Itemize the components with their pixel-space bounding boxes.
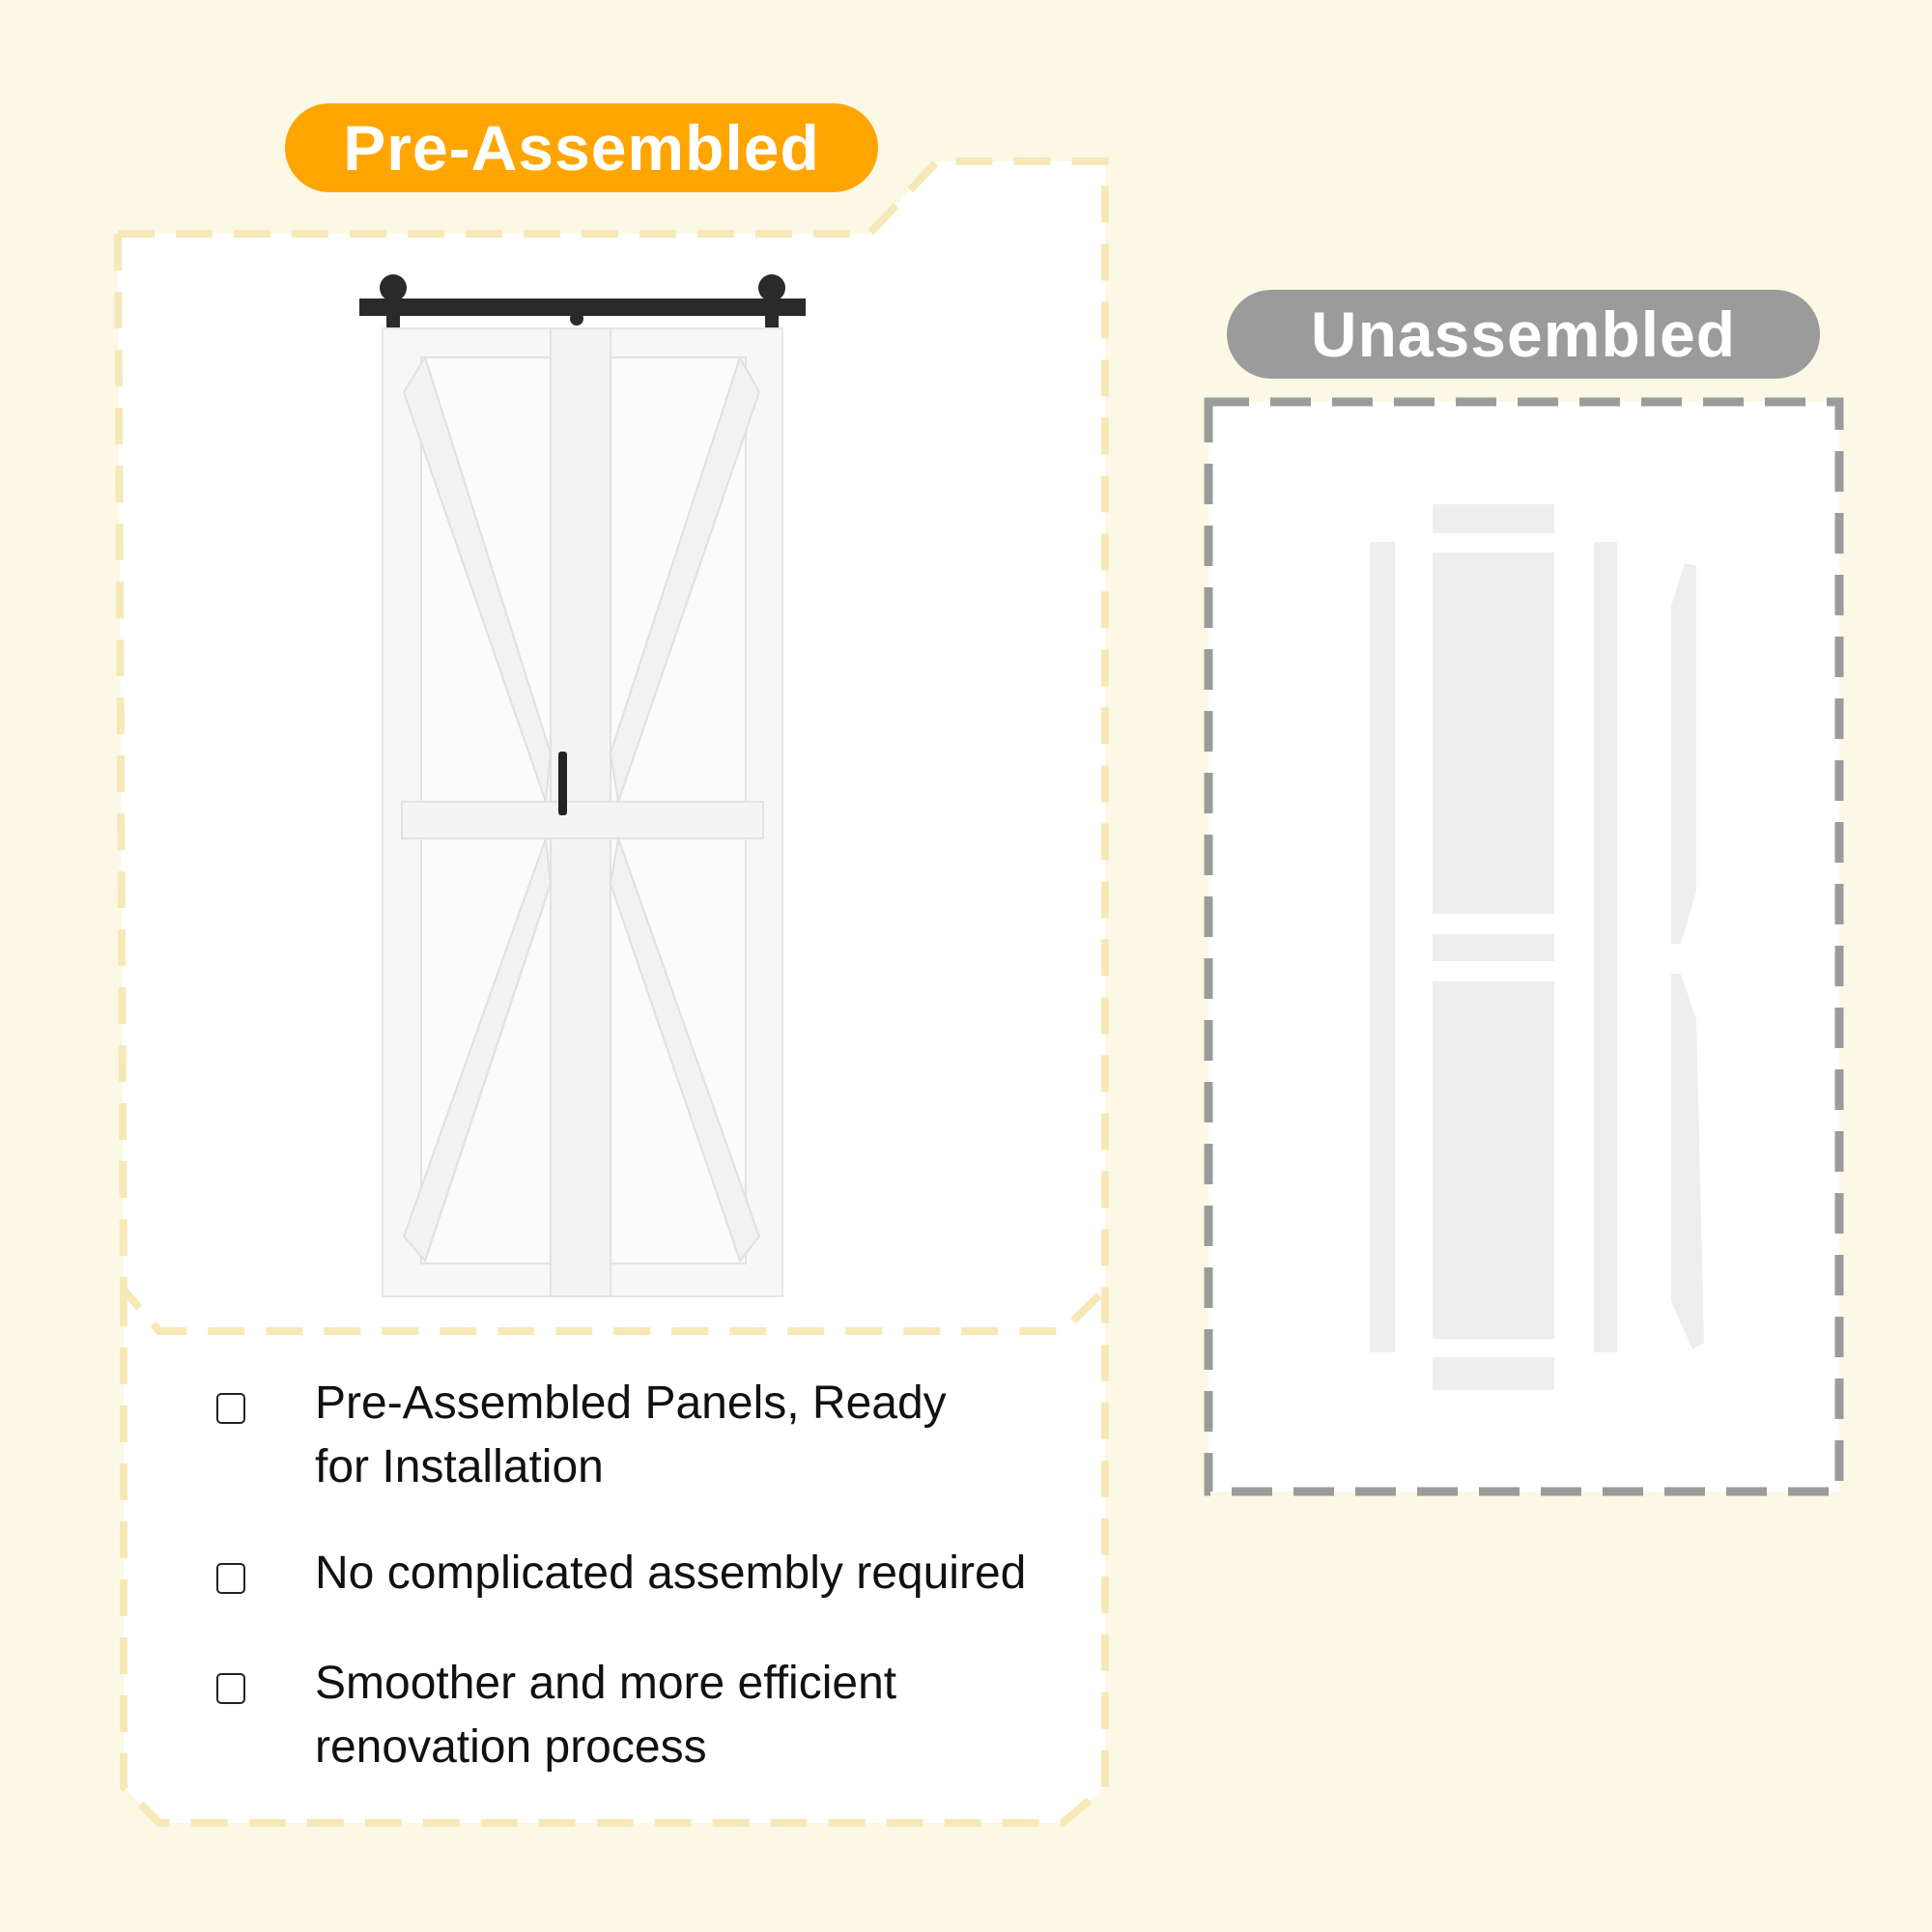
pre-assembled-badge: Pre-Assembled <box>285 103 878 192</box>
door-parts-icon <box>1370 504 1704 1390</box>
pre-assembled-badge-label: Pre-Assembled <box>343 112 820 184</box>
feature-text: Smoother and more efficient renovation p… <box>315 1652 1068 1779</box>
feature-line: Smoother and more efficient <box>315 1658 897 1709</box>
barn-door-icon <box>359 274 806 1297</box>
feature-line: Pre-Assembled Panels, Ready <box>315 1378 947 1429</box>
checkbox-icon <box>216 1673 245 1704</box>
feature-text: Pre-Assembled Panels, Ready for Installa… <box>315 1372 1068 1499</box>
feature-line: No complicated assembly required <box>315 1548 1027 1599</box>
feature-line: renovation process <box>315 1721 707 1773</box>
feature-text: No complicated assembly required <box>315 1542 1068 1605</box>
checkbox-icon <box>216 1393 245 1424</box>
unassembled-badge: Unassembled <box>1227 290 1820 379</box>
pre-assembled-outline <box>114 157 1109 1827</box>
feature-line: for Installation <box>315 1441 604 1492</box>
unassembled-badge-label: Unassembled <box>1310 298 1737 370</box>
checkbox-icon <box>216 1563 245 1594</box>
